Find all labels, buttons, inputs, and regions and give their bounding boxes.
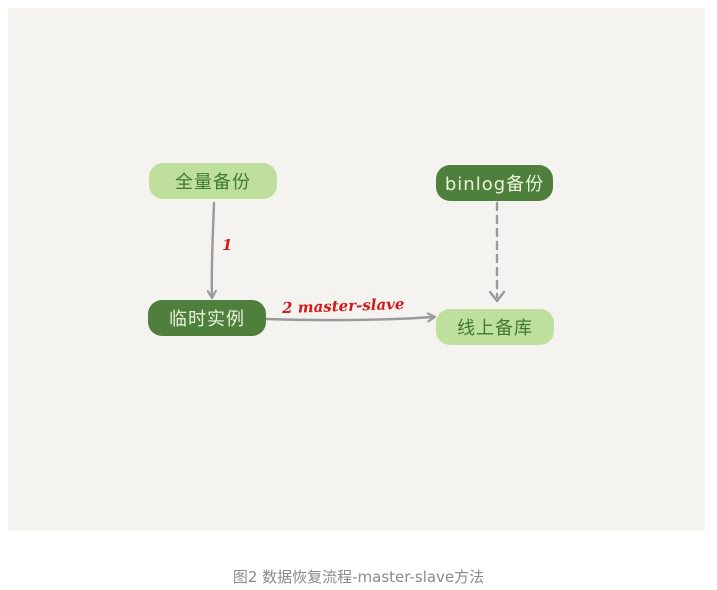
node-binlog-backup: binlog备份 xyxy=(436,165,553,201)
node-temp-instance-label: 临时实例 xyxy=(169,309,245,330)
diagram-edges xyxy=(8,201,506,531)
node-online-backup-db: 线上备库 xyxy=(436,309,554,345)
node-online-backup-db-label: 线上备库 xyxy=(457,318,533,339)
edge-temp-to-online xyxy=(265,317,434,320)
node-binlog-backup-label: binlog备份 xyxy=(444,174,545,195)
node-full-backup-label: 全量备份 xyxy=(175,172,251,193)
node-full-backup: 全量备份 xyxy=(149,163,277,199)
edge-full-to-temp xyxy=(212,201,214,297)
figure-caption: 图2 数据恢复流程-master-slave方法 xyxy=(232,568,485,586)
node-temp-instance: 临时实例 xyxy=(148,300,266,336)
edge-binlog-arrowhead xyxy=(488,290,506,303)
edge-label-step-1: 1 xyxy=(222,236,233,254)
diagram-canvas: 全量备份 binlog备份 临时实例 线上备库 1 2 master-slave xyxy=(8,8,705,531)
